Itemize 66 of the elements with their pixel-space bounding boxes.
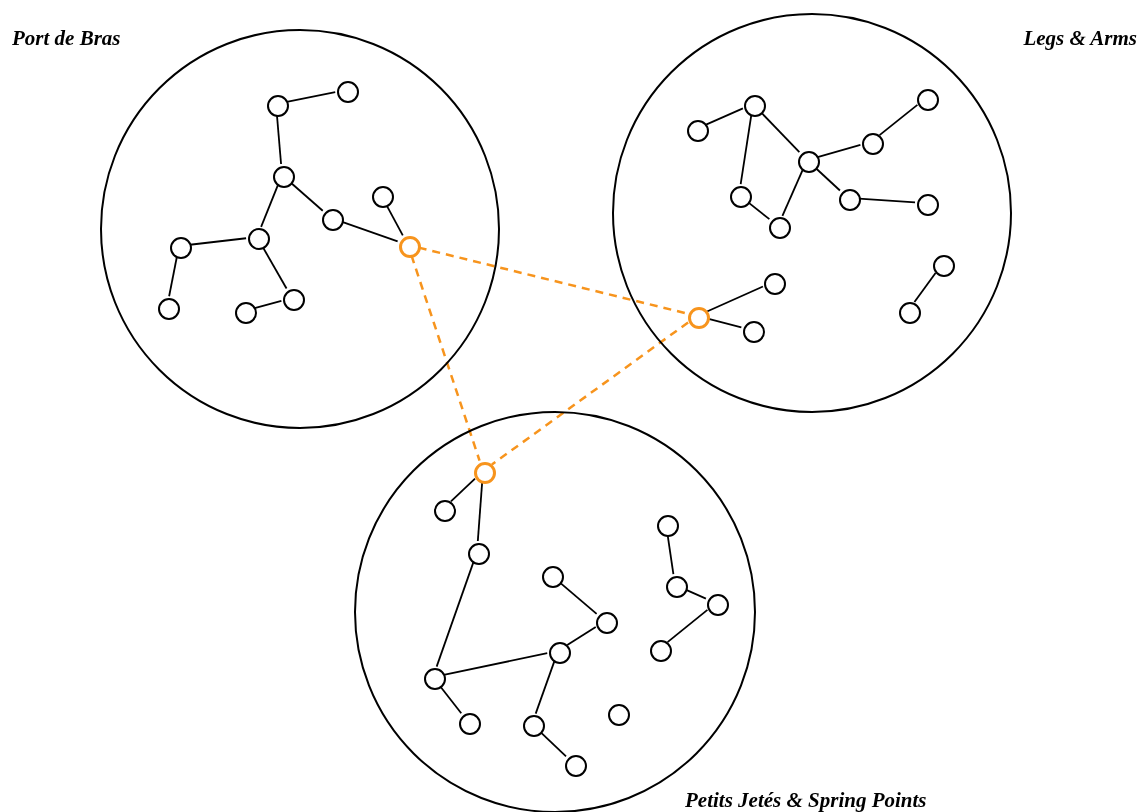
link-line bbox=[666, 534, 675, 575]
link-line bbox=[878, 103, 919, 137]
small-circle-node bbox=[248, 228, 270, 250]
small-circle-node bbox=[743, 321, 765, 343]
small-circle-node bbox=[596, 612, 618, 634]
link-line bbox=[566, 626, 597, 646]
link-line bbox=[476, 481, 484, 542]
small-circle-node bbox=[267, 95, 289, 117]
small-circle-node bbox=[666, 576, 688, 598]
small-circle-node bbox=[424, 668, 446, 690]
small-circle-node bbox=[608, 704, 630, 726]
link-line bbox=[858, 197, 916, 204]
small-circle-node bbox=[657, 515, 679, 537]
small-circle-node bbox=[917, 89, 939, 111]
small-circle-node bbox=[769, 217, 791, 239]
small-circle-node bbox=[434, 500, 456, 522]
dashed-link bbox=[410, 255, 481, 461]
highlighted-circle-node bbox=[688, 307, 710, 329]
small-circle-node bbox=[468, 543, 490, 565]
cluster-title: Legs & Arms bbox=[1023, 26, 1137, 50]
small-circle-node bbox=[798, 151, 820, 173]
small-circle-node bbox=[170, 237, 192, 259]
link-line bbox=[913, 272, 937, 303]
small-circle-node bbox=[337, 81, 359, 103]
cluster-title: Petits Jetés & Spring Points bbox=[685, 788, 927, 812]
small-circle-node bbox=[322, 209, 344, 231]
small-circle-node bbox=[933, 255, 955, 277]
small-circle-node bbox=[917, 194, 939, 216]
small-circle-node bbox=[899, 302, 921, 324]
dashed-link bbox=[418, 246, 687, 315]
link-line bbox=[450, 477, 476, 503]
link-line bbox=[276, 114, 282, 165]
small-circle-node bbox=[839, 189, 861, 211]
small-circle-node bbox=[542, 566, 564, 588]
link-line bbox=[253, 300, 283, 309]
link-line bbox=[534, 660, 556, 715]
small-circle-node bbox=[707, 594, 729, 616]
small-circle-node bbox=[650, 640, 672, 662]
small-circle-node bbox=[372, 186, 394, 208]
link-line bbox=[706, 285, 764, 313]
small-circle-node bbox=[283, 289, 305, 311]
small-circle-node bbox=[158, 298, 180, 320]
small-circle-node bbox=[764, 273, 786, 295]
dashed-link bbox=[491, 321, 689, 466]
small-circle-node bbox=[730, 186, 752, 208]
small-circle-node bbox=[565, 755, 587, 777]
link-line bbox=[814, 166, 841, 192]
link-line bbox=[189, 237, 247, 246]
link-line bbox=[442, 652, 549, 676]
highlighted-circle-node bbox=[474, 462, 496, 484]
link-line bbox=[781, 169, 804, 217]
link-line bbox=[260, 184, 279, 228]
small-circle-node bbox=[862, 133, 884, 155]
small-circle-node bbox=[273, 166, 295, 188]
small-circle-node bbox=[523, 715, 545, 737]
link-line bbox=[666, 609, 709, 643]
small-circle-node bbox=[687, 120, 709, 142]
small-circle-node bbox=[549, 642, 571, 664]
small-circle-node bbox=[235, 302, 257, 324]
link-line bbox=[705, 107, 744, 126]
cluster-title: Port de Bras bbox=[12, 26, 121, 50]
link-line bbox=[435, 561, 475, 668]
small-circle-node bbox=[744, 95, 766, 117]
highlighted-circle-node bbox=[399, 236, 421, 258]
link-line bbox=[816, 144, 862, 158]
small-circle-node bbox=[459, 713, 481, 735]
